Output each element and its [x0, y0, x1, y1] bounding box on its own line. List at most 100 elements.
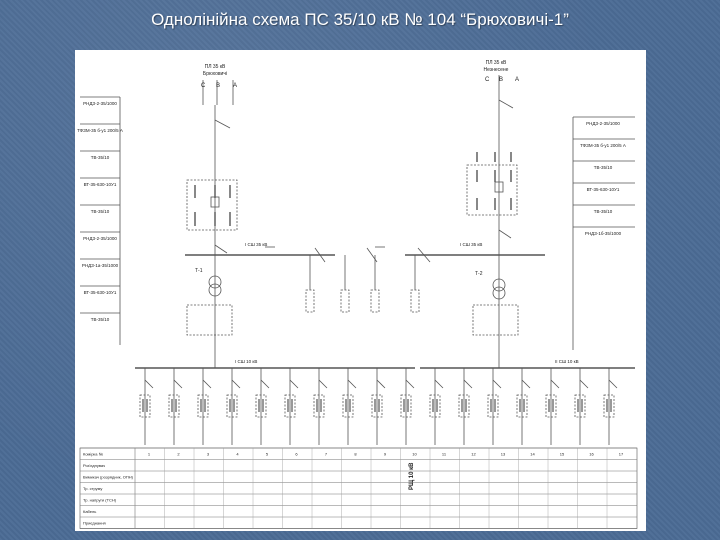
diagram-line: [376, 379, 386, 389]
table-cell-number: 13: [501, 452, 506, 457]
diagram-line: [498, 229, 512, 239]
feeder-cell-box: [400, 394, 412, 418]
left-equipment-label: ВТ-35-630-10У1: [84, 290, 117, 295]
voltage-transformer-box: [370, 289, 380, 313]
feeder-cell-box: [487, 394, 499, 418]
voltage-transformer-box: [410, 289, 420, 313]
table-cell-number: 3: [207, 452, 210, 457]
diagram-line: [202, 379, 212, 389]
bus-10-label-2: ІІ СШ 10 кВ: [555, 359, 579, 364]
table-row-header: Вимикач (розрядник, ОПН): [83, 475, 134, 480]
diagram-line: [463, 379, 473, 389]
diagram-line: [417, 247, 431, 263]
table-row-header: Роз'єднувач: [83, 463, 105, 468]
right-equipment-label: РНДЗ-1б-35/1000: [585, 231, 622, 236]
feeder-cell-box: [342, 394, 354, 418]
feeder-cell-box: [197, 394, 209, 418]
left-equipment-label: ТВ-35/10: [91, 317, 110, 322]
table-cell-number: 14: [530, 452, 535, 457]
right-breaker-symbol: [494, 181, 504, 193]
right-equipment-label: ВТ-35-630-10У1: [587, 187, 620, 192]
table-row-header: Кабель: [83, 509, 96, 514]
feeder-cell-box: [545, 394, 557, 418]
table-cell-number: 6: [295, 452, 298, 457]
table-row-header: Тр. струму: [83, 486, 102, 491]
vertical-label: РЩ 10 кВ: [409, 462, 415, 490]
left-line-name: Брюховичі: [203, 71, 227, 77]
transformer-t1-winding: [208, 275, 222, 289]
phase-a-right: A: [515, 77, 519, 83]
transformer-t2-winding: [492, 286, 506, 300]
table-row-header: Комірка №: [83, 452, 103, 457]
feeder-cell-box: [284, 394, 296, 418]
bus-10-label: І СШ 10 кВ: [235, 359, 257, 364]
diagram-line: [289, 379, 299, 389]
left-lv-breaker-box: [186, 304, 233, 336]
equipment-table: [79, 447, 638, 529]
voltage-transformer-box: [340, 289, 350, 313]
left-equipment-label: РНДЗ-2-35/1000: [83, 236, 117, 241]
diagram-line: [521, 379, 531, 389]
diagram-line: [231, 379, 241, 389]
diagram-line: [550, 379, 560, 389]
diagram-line: [214, 244, 228, 254]
diagram-line: [260, 379, 270, 389]
feeder-cell-box: [603, 394, 615, 418]
table-cell-number: 8: [354, 452, 357, 457]
table-cell-number: 16: [589, 452, 594, 457]
diagram-line: [608, 379, 618, 389]
feeder-cell-box: [516, 394, 528, 418]
right-lv-breaker-box: [472, 304, 519, 336]
diagram-line: [366, 247, 378, 263]
phase-b: B: [216, 83, 220, 89]
transformer-t2-winding: [492, 278, 506, 292]
left-line-label: ПЛ 35 кВ: [205, 64, 226, 70]
table-cell-number: 9: [384, 452, 387, 457]
feeder-cell-box: [168, 394, 180, 418]
table-row-header: Тр. напруги (ТСН): [83, 498, 117, 503]
diagram-line: [434, 379, 444, 389]
diagram-line: [144, 379, 154, 389]
diagram-line: [405, 379, 415, 389]
table-cell-number: 10: [412, 452, 417, 457]
feeder-cell-box: [226, 394, 238, 418]
slide-title: Однолінійна схема ПС 35/10 кВ № 104 “Брю…: [151, 10, 569, 29]
transformer-t2-label: Т-2: [475, 271, 483, 277]
diagram-line: [318, 379, 328, 389]
right-equipment-label: РНДЗ-2-35/1000: [586, 121, 620, 126]
left-equipment-label: ВТ-35-630-10У1: [84, 182, 117, 187]
left-equipment-label: ТВ-35/10: [91, 155, 110, 160]
feeder-cell-box: [313, 394, 325, 418]
table-cell-number: 15: [560, 452, 565, 457]
feeder-cell-box: [255, 394, 267, 418]
feeder-cell-box: [458, 394, 470, 418]
bus-35-label-right: І СШ 35 кВ: [460, 242, 482, 247]
right-equipment-label: ТФЗМ-35 б-у1 200/5 А: [580, 143, 626, 148]
right-breaker-box: [466, 164, 518, 216]
feeder-cell-box: [429, 394, 441, 418]
table-row-header: Приєднання: [83, 521, 106, 526]
table-cell-number: 17: [619, 452, 624, 457]
right-line-name: Незнесене: [484, 67, 509, 73]
diagram-line: [347, 379, 357, 389]
table-cell-number: 5: [266, 452, 269, 457]
transformer-t1-winding: [208, 283, 222, 297]
diagram-line: [492, 379, 502, 389]
left-breaker-box: [186, 179, 238, 231]
diagram-line: [214, 119, 231, 129]
diagram-line: [314, 247, 326, 263]
left-equipment-label: ТВ-35/10: [91, 209, 110, 214]
phase-b-right: B: [499, 77, 503, 83]
phase-c: C: [201, 83, 206, 89]
phase-a: A: [233, 83, 237, 89]
table-cell-number: 2: [177, 452, 180, 457]
feeder-cell-box: [371, 394, 383, 418]
table-cell-number: 11: [442, 452, 447, 457]
table-cell-number: 1: [148, 452, 151, 457]
table-cell-number: 4: [236, 452, 239, 457]
transformer-t1-label: Т-1: [195, 268, 203, 274]
right-line-label: ПЛ 35 кВ: [486, 60, 507, 66]
left-equipment-label: РНДЗ-1а-35/1000: [82, 263, 119, 268]
